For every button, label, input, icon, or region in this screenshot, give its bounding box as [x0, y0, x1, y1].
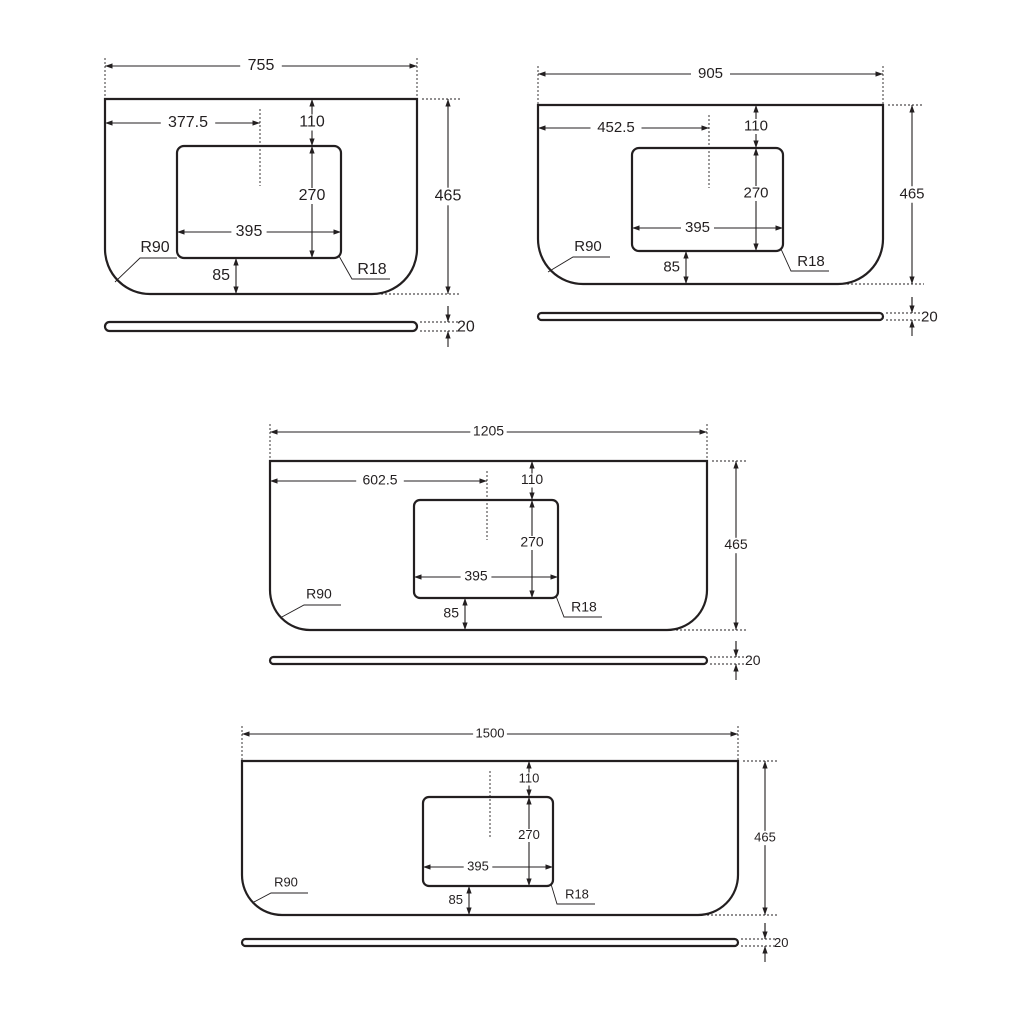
basin-radius-leader: [780, 248, 829, 272]
side-profile: [536, 311, 885, 322]
corner-radius-label: R90: [306, 586, 332, 602]
basin-radius-leader: [550, 883, 595, 905]
label-background: [518, 473, 546, 488]
basin-width-label: 395: [464, 568, 488, 584]
label-background: [516, 536, 548, 550]
thickness-label: 20: [774, 935, 788, 950]
depth-label: 465: [724, 536, 748, 552]
top-offset-label: 110: [299, 114, 325, 131]
basin-radius-label: R18: [565, 886, 589, 901]
bottom-offset-label: 85: [663, 258, 680, 275]
label-background: [470, 425, 507, 439]
basin-depth-label: 270: [520, 534, 544, 550]
center-offset-label: 602.5: [362, 472, 397, 488]
label-background: [356, 474, 404, 488]
label-background: [590, 120, 642, 136]
depth-label: 465: [754, 829, 776, 844]
bottom-offset-label: 85: [443, 605, 459, 621]
corner-radius-label: R90: [574, 238, 602, 255]
label-background: [240, 58, 282, 74]
depth-label: 465: [899, 185, 924, 202]
width-label: 1500: [476, 725, 505, 740]
basin-radius-leader: [555, 595, 602, 618]
countertop-outline: [103, 97, 419, 296]
basin-width-label: 395: [685, 219, 710, 236]
basin-cutout: [175, 144, 343, 260]
center-offset-label: 452.5: [597, 119, 635, 136]
side-profile: [103, 320, 419, 333]
corner-radius-leader: [114, 257, 177, 283]
label-background: [160, 115, 216, 131]
label-background: [514, 829, 544, 842]
corner-radius-label: R90: [274, 874, 298, 889]
thickness-label: 20: [921, 308, 938, 325]
label-background: [296, 114, 328, 131]
top-offset-label: 110: [519, 770, 540, 785]
corner-radius-leader: [547, 256, 610, 273]
bottom-offset-label: 85: [449, 892, 463, 907]
countertop-outline: [536, 103, 885, 286]
label-background: [516, 772, 542, 786]
thickness-label: 20: [745, 652, 761, 668]
label-background: [231, 224, 267, 240]
basin-radius-leader: [338, 255, 390, 280]
label-background: [681, 220, 714, 236]
depth-label: 465: [435, 188, 462, 205]
width-label: 755: [248, 57, 275, 74]
label-background: [739, 186, 773, 201]
basin-depth-label: 270: [518, 827, 540, 842]
label-background: [460, 570, 492, 584]
basin-depth-label: 270: [743, 184, 768, 201]
center-offset-label: 377.5: [168, 114, 208, 131]
corner-radius-leader: [279, 604, 341, 619]
basin-radius-label: R18: [797, 253, 825, 270]
countertop-outline: [240, 759, 740, 917]
basin-radius-label: R18: [357, 261, 386, 278]
basin-depth-label: 270: [299, 187, 326, 204]
label-background: [750, 830, 780, 846]
label-background: [720, 537, 752, 554]
label-background: [463, 860, 493, 874]
label-background: [294, 188, 330, 204]
label-background: [741, 119, 771, 134]
side-profile: [268, 655, 709, 666]
countertop-outline: [268, 459, 709, 632]
bottom-offset-label: 85: [212, 267, 230, 284]
basin-radius-label: R18: [571, 599, 597, 615]
label-background: [691, 66, 730, 82]
label-background: [430, 187, 466, 206]
thickness-label: 20: [457, 319, 475, 336]
basin-cutout: [421, 795, 555, 888]
label-background: [895, 186, 929, 203]
basin-width-label: 395: [467, 858, 489, 873]
basin-width-label: 395: [236, 223, 263, 240]
top-offset-label: 110: [521, 471, 544, 487]
width-label: 905: [698, 65, 723, 82]
basin-cutout: [630, 146, 785, 253]
corner-radius-label: R90: [140, 239, 169, 256]
label-background: [473, 727, 507, 741]
top-offset-label: 110: [744, 117, 768, 134]
basin-cutout: [412, 498, 560, 600]
side-profile: [240, 937, 740, 948]
width-label: 1205: [473, 423, 504, 439]
corner-radius-leader: [251, 892, 308, 904]
